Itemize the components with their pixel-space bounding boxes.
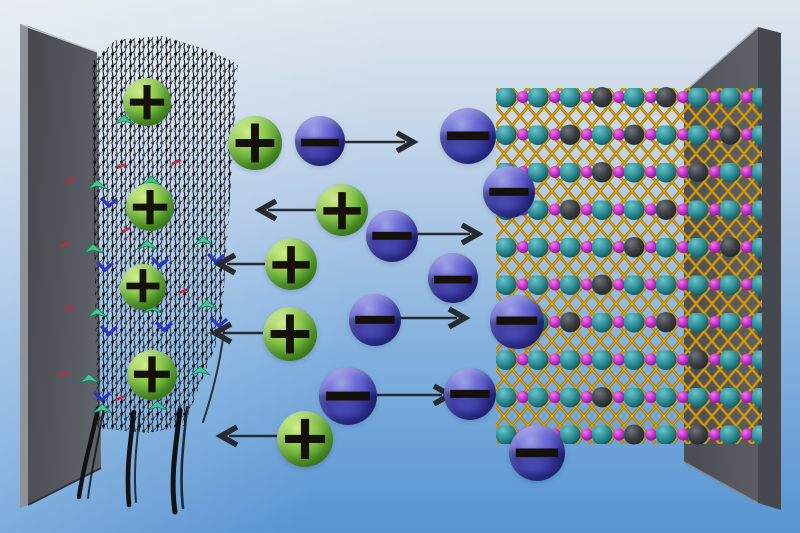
minus-symbol: − [483, 155, 535, 227]
minus-symbol: − [428, 242, 478, 312]
minus-symbol: − [440, 95, 496, 173]
cation-sphere: + [316, 179, 368, 238]
plus-symbol: + [124, 69, 170, 133]
anion-sphere: − [444, 361, 496, 424]
anion-sphere: − [428, 247, 478, 307]
minus-symbol: − [295, 105, 345, 175]
plus-symbol: + [278, 400, 332, 474]
plus-symbol: + [264, 297, 316, 368]
plus-symbol: + [127, 174, 173, 238]
plus-symbol: + [128, 340, 176, 406]
cation-sphere: + [126, 178, 174, 233]
minus-symbol: − [366, 199, 418, 271]
left-electrode-plate [20, 24, 102, 508]
plus-symbol: + [317, 174, 367, 243]
anion-sphere: − [490, 288, 544, 352]
minus-symbol: − [349, 283, 401, 355]
cation-sphere: + [123, 73, 171, 128]
anion-sphere: − [483, 159, 535, 222]
lattice-dark-sites [560, 87, 740, 445]
minus-symbol: − [444, 357, 496, 429]
anion-sphere: − [319, 359, 377, 429]
anion-flow-arrow-right-icon [415, 222, 484, 246]
anion-sphere: − [440, 101, 496, 168]
cation-sphere: + [228, 111, 282, 172]
plus-symbol: + [121, 255, 165, 316]
anion-sphere: − [366, 203, 418, 266]
anion-sphere: − [349, 287, 401, 350]
minus-symbol: − [490, 282, 544, 357]
anion-flow-arrow-right-icon [343, 130, 419, 154]
minus-symbol: − [509, 412, 565, 490]
minus-symbol: − [319, 354, 377, 435]
cation-sphere: + [265, 233, 317, 292]
anion-sphere: − [509, 418, 565, 485]
anion-flow-arrow-right-icon [400, 306, 471, 330]
cation-flow-arrow-left-icon [215, 424, 280, 448]
cation-sphere: + [120, 259, 166, 311]
plus-symbol: + [229, 106, 281, 177]
cation-sphere: + [263, 302, 317, 363]
network-strands [76, 329, 225, 515]
right-electrode-lattice [496, 87, 762, 445]
cation-sphere: + [277, 405, 333, 469]
cation-sphere: + [127, 345, 177, 402]
anion-sphere: − [295, 110, 345, 170]
cation-flow-arrow-left-icon [254, 198, 319, 222]
plus-symbol: + [266, 228, 316, 297]
